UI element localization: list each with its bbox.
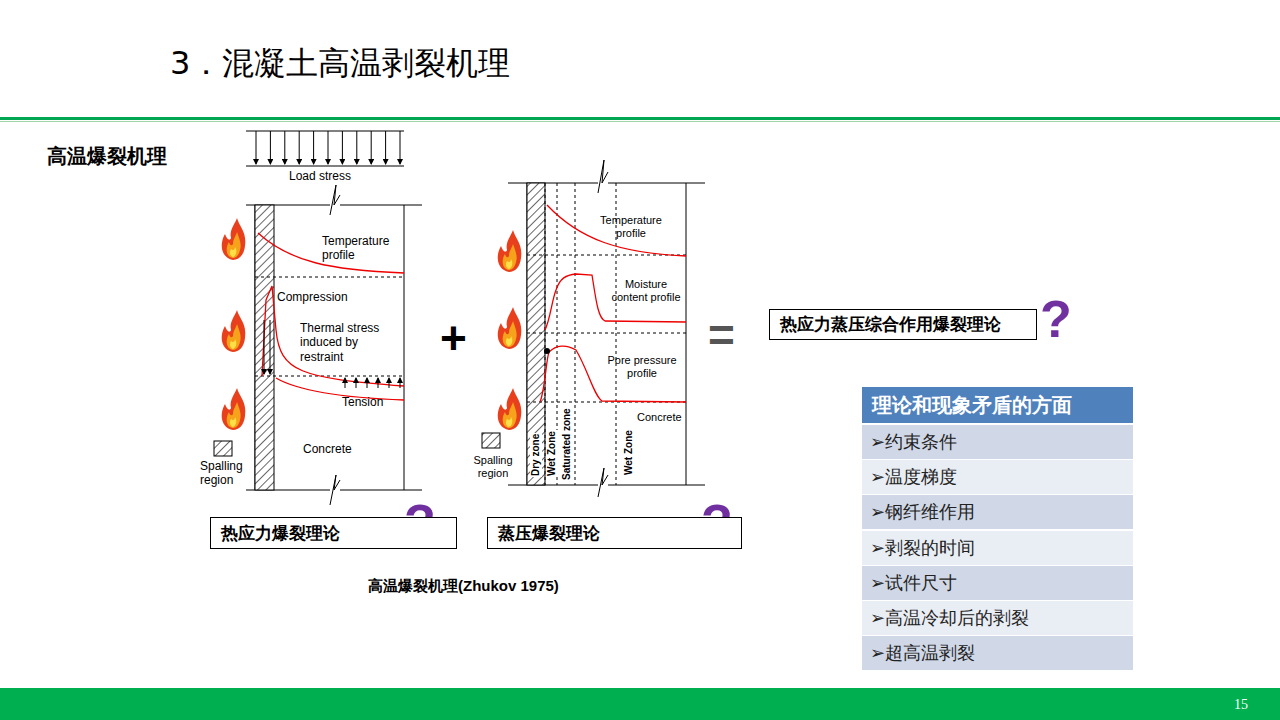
profile-label: Pore pressure profile <box>602 354 682 380</box>
figure-caption: 高温爆裂机理(Zhukov 1975) <box>368 577 559 595</box>
zone-label: Saturated zone <box>561 407 573 481</box>
load-label: Load stress <box>289 169 351 183</box>
table-cell: ➢钢纤维作用 <box>862 495 1133 529</box>
slide-title: 3．混凝土高温剥裂机理 <box>170 44 510 82</box>
load-arrow <box>299 131 300 164</box>
theory-name: 热应力爆裂理论 <box>221 522 340 545</box>
load-arrow <box>342 131 343 164</box>
load-arrow <box>400 131 401 164</box>
table-cell: ➢约束条件 <box>862 425 1133 459</box>
legend-label: Spalling region <box>470 454 516 480</box>
load-arrow <box>356 131 357 164</box>
load-arrow <box>371 131 372 164</box>
table-cell: ➢温度梯度 <box>862 460 1133 494</box>
load-arrow <box>284 131 285 164</box>
legend-label: Spalling region <box>200 459 252 488</box>
zone-label: Wet Zone <box>623 429 635 476</box>
theory-name: 热应力蒸压综合作用爆裂理论 <box>780 313 1001 336</box>
stress-label: Compression <box>277 290 348 304</box>
equals-sign: = <box>708 308 735 363</box>
table-header: 理论和现象矛盾的方面 <box>862 387 1133 423</box>
profile-label: Temperature profile <box>322 234 407 263</box>
theory-box: 热应力爆裂理论 <box>210 517 457 549</box>
profile-label: Moisture content profile <box>606 278 686 304</box>
zone-label: Wet Zone <box>546 430 558 477</box>
plus-sign: + <box>440 311 467 366</box>
theory-box: 蒸压爆裂理论 <box>487 517 742 549</box>
table-cell: ➢试件尺寸 <box>862 566 1133 600</box>
theory-name: 蒸压爆裂理论 <box>498 522 600 545</box>
load-arrow <box>328 131 329 164</box>
table-cell: ➢剥裂的时间 <box>862 531 1133 565</box>
table-cell: ➢高温冷却后的剥裂 <box>862 601 1133 635</box>
material-label: Concrete <box>303 442 352 456</box>
theory-box: 热应力蒸压综合作用爆裂理论 <box>769 309 1037 340</box>
zone-label: Dry zone <box>530 433 542 477</box>
section-label: 高温爆裂机理 <box>47 144 167 168</box>
profile-label: Temperature profile <box>596 214 666 240</box>
stress-label: Thermal stress induced by restraint <box>300 321 395 364</box>
question-mark: ? <box>1040 288 1072 350</box>
load-arrow <box>385 131 386 164</box>
stress-label: Tension <box>342 395 383 409</box>
load-arrow <box>256 131 257 164</box>
table-cell: ➢超高温剥裂 <box>862 636 1133 670</box>
material-label: Concrete <box>637 411 682 424</box>
load-arrow <box>270 131 271 164</box>
page-number: 15 <box>1234 697 1248 714</box>
load-arrow <box>313 131 314 164</box>
